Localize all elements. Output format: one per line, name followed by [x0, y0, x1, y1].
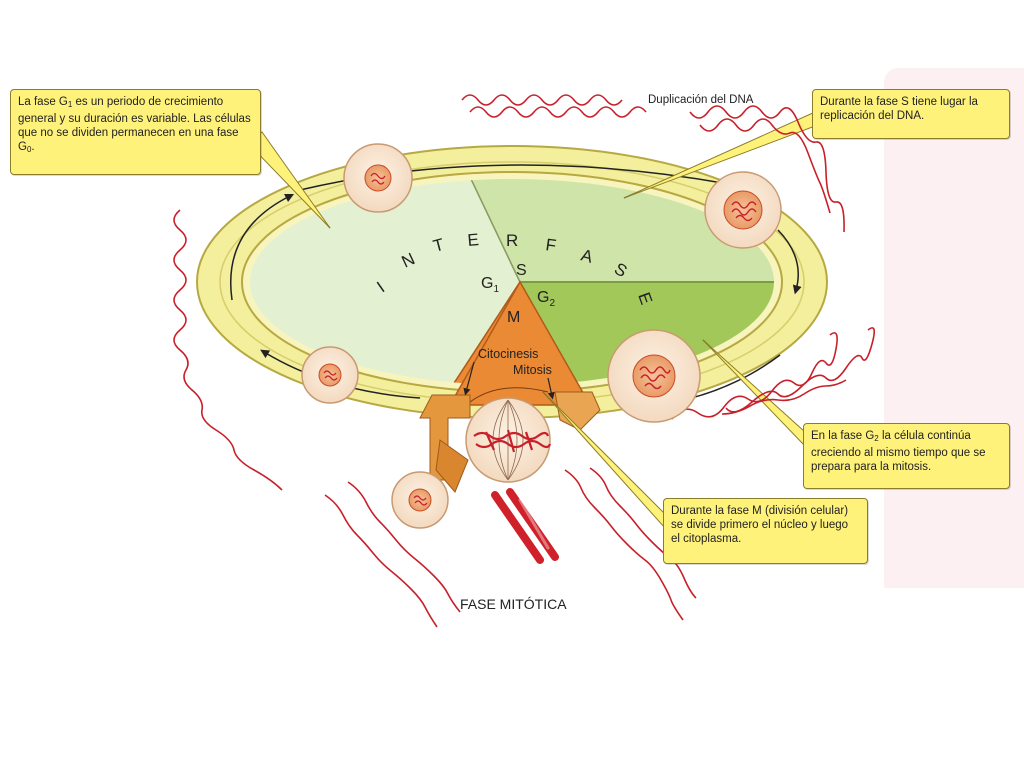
- mitotic-phase-label: FASE MITÓTICA: [460, 596, 567, 612]
- dna-strand-top-4: [699, 118, 831, 214]
- dna-strand-bottom-left-2: [347, 481, 461, 613]
- m-callout: Durante la fase M (división celular) se …: [663, 498, 868, 564]
- g2-callout-text-b: la célula continúa creciendo al mismo ti…: [811, 430, 986, 473]
- mitosis-pointer: [547, 377, 555, 400]
- s-label: S: [516, 262, 527, 279]
- dna-strand-top-2: [469, 106, 647, 118]
- cytokinesis-label: Citocinesis: [478, 347, 538, 361]
- cell-g1-left: [301, 346, 359, 404]
- dna-strand-bottom-right-2: [589, 467, 697, 599]
- ring-track-right: [777, 229, 802, 295]
- chromatid: [491, 491, 544, 564]
- cytokinesis-boundary: [469, 387, 549, 403]
- dna-strand-bottom-right: [564, 469, 684, 621]
- duplicated-chromosomes: [491, 488, 559, 564]
- g2-callout-text-a: En la fase G: [811, 430, 875, 442]
- dna-strand-right-1: [671, 332, 838, 420]
- dna-strand-bottom-left: [324, 494, 438, 628]
- dna-strand-right-3: [721, 379, 847, 415]
- cell-s-phase: [704, 171, 782, 249]
- ring-track-left: [230, 193, 295, 301]
- g1-callout-text-a: La fase G: [18, 96, 68, 108]
- g2-callout-subscript: 2: [874, 434, 879, 443]
- g1-callout-text-c: .: [31, 141, 35, 153]
- dna-strand-top: [461, 94, 623, 106]
- background-panel: [884, 68, 1024, 588]
- chromatid: [518, 498, 550, 550]
- dna-strand-left: [173, 209, 283, 491]
- cell-g1-top: [343, 143, 413, 213]
- interfase-letter: F: [544, 235, 557, 255]
- interfase-letter: E: [467, 230, 480, 250]
- mitosis-label: Mitosis: [513, 363, 552, 377]
- dna-strand-top-3: [689, 105, 845, 233]
- interfase-letter: T: [431, 235, 446, 256]
- g1-callout-subscript: 1: [67, 100, 73, 109]
- s-callout: Durante la fase S tiene lugar la replica…: [812, 89, 1010, 139]
- mitotic-exit-arrow-bottom: [435, 439, 469, 493]
- g0-callout-subscript: 0: [26, 145, 32, 154]
- g1-callout: La fase G1 es un periodo de crecimiento …: [10, 89, 261, 175]
- m-label: M: [507, 309, 520, 326]
- dna-duplication-label: Duplicación del DNA: [648, 94, 754, 106]
- cytokinesis-pointer: [463, 361, 475, 396]
- mitotic-exit-arrow-right: [554, 391, 601, 431]
- dna-strands: [173, 94, 876, 628]
- cell-g2-phase: [607, 329, 701, 423]
- chromatid: [506, 488, 559, 561]
- dna-strand-right-2: [725, 327, 876, 413]
- g1-callout-text-b: es un periodo de crecimiento general y s…: [18, 96, 251, 153]
- cell-daughter: [391, 471, 449, 529]
- g2-callout: En la fase G2 la célula continúa crecien…: [803, 423, 1010, 489]
- interfase-letter: R: [506, 231, 518, 250]
- cell-mitotic-spindle: [465, 397, 552, 483]
